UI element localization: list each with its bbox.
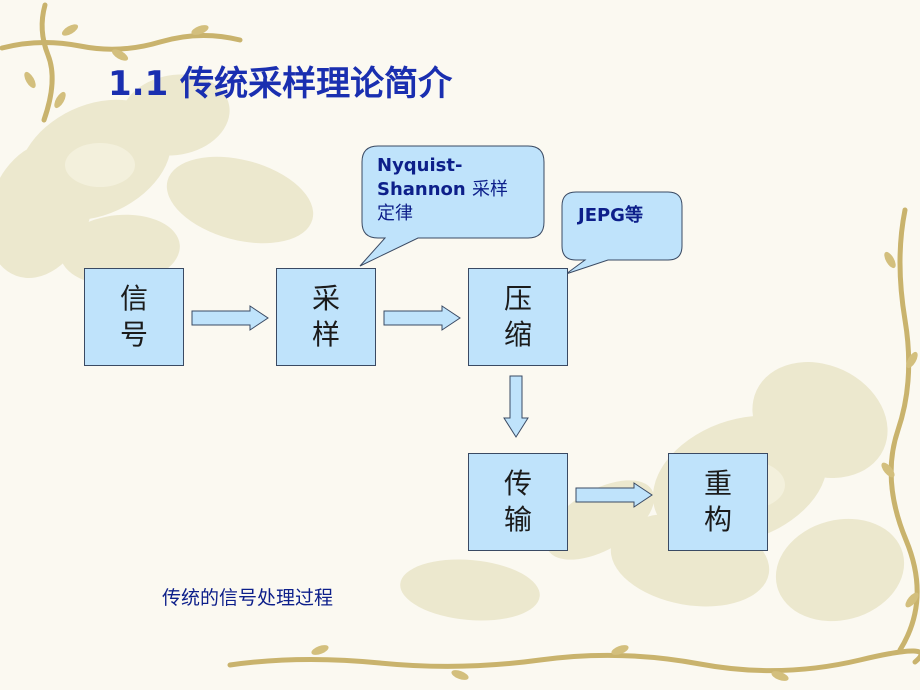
arrow-transmission-to-reconstruction xyxy=(575,482,653,508)
node-transmission: 传 输 xyxy=(468,453,568,551)
node-transmission-char2: 输 xyxy=(503,503,532,536)
node-reconstruction-char2: 构 xyxy=(703,503,732,536)
arrow-compression-to-transmission xyxy=(503,375,529,438)
compression-standard-callout xyxy=(561,191,683,275)
node-compression-char1: 压 xyxy=(503,282,532,315)
node-sampling-char2: 样 xyxy=(311,318,340,351)
sampling-theorem-line1: Nyquist- xyxy=(377,155,463,176)
sampling-theorem-callout xyxy=(359,145,545,267)
node-reconstruction: 重 构 xyxy=(668,453,768,551)
page-title: 1.1 传统采样理论简介 xyxy=(108,64,453,104)
node-signal-char1: 信 xyxy=(119,282,148,315)
sampling-theorem-line2-bold: Shannon xyxy=(377,179,473,200)
node-signal-char2: 号 xyxy=(119,318,148,351)
sampling-theorem-line2-normal: 采样 xyxy=(472,179,509,200)
sampling-theorem-line3: 定律 xyxy=(377,203,413,224)
vine-leaves xyxy=(24,24,919,681)
node-compression-char2: 缩 xyxy=(503,318,532,351)
node-signal: 信 号 xyxy=(84,268,184,366)
node-transmission-char1: 传 xyxy=(503,467,532,500)
vine-border xyxy=(0,2,920,674)
node-sampling: 采 样 xyxy=(276,268,376,366)
sampling-theorem-label: Nyquist- Shannon 采样 定律 xyxy=(377,154,537,226)
diagram-caption: 传统的信号处理过程 xyxy=(162,587,334,609)
node-sampling-char1: 采 xyxy=(311,282,340,315)
node-reconstruction-char1: 重 xyxy=(703,467,732,500)
compression-standard-label: JEPG等 xyxy=(578,205,643,226)
arrow-signal-to-sampling xyxy=(191,305,269,331)
arrow-sampling-to-compression xyxy=(383,305,461,331)
node-compression: 压 缩 xyxy=(468,268,568,366)
